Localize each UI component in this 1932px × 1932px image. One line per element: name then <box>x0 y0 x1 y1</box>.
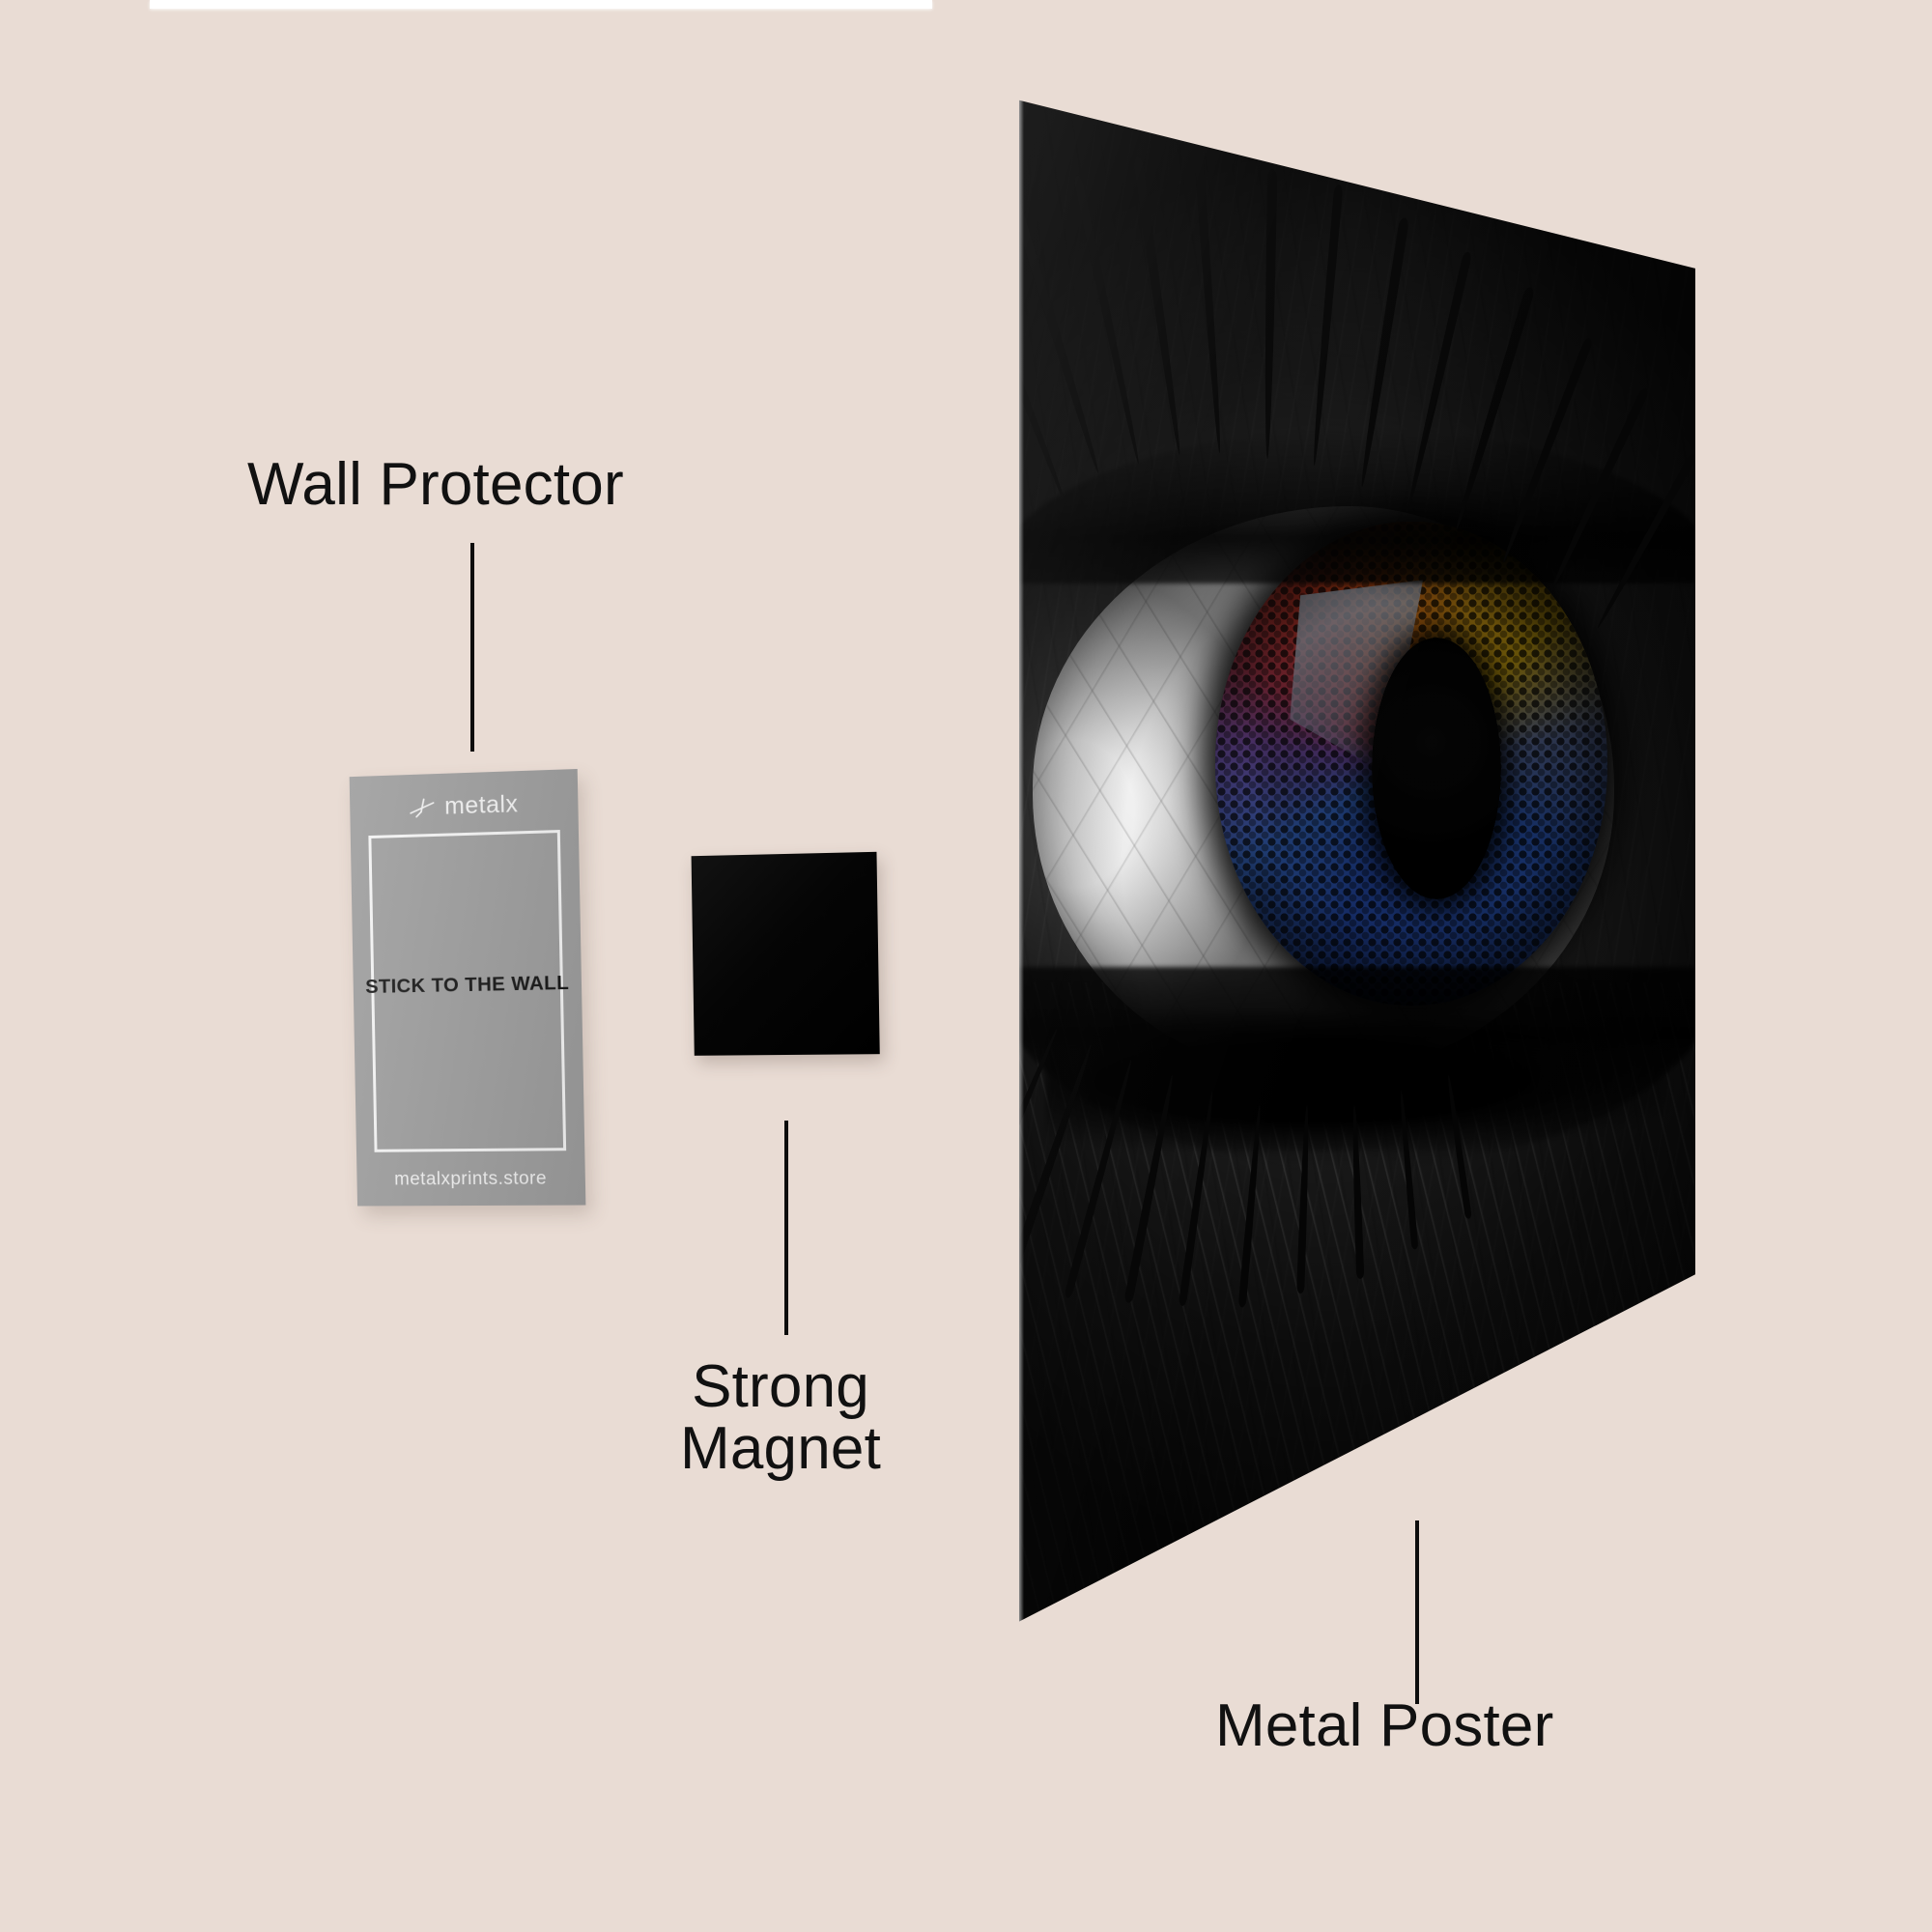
leader-line-strong-magnet <box>784 1121 788 1335</box>
wall-protector-card: metalx STICK TO THE WALL metalxprints.st… <box>349 768 586 1207</box>
stick-to-the-wall-text: STICK TO THE WALL <box>364 971 570 998</box>
leader-line-metal-poster <box>1415 1520 1419 1704</box>
metalx-brand-name: metalx <box>443 790 519 820</box>
metal-poster <box>1019 99 1695 1622</box>
leader-line-wall-protector <box>470 543 474 752</box>
top-white-strip <box>150 0 932 9</box>
label-strong-magnet-line1: Strong <box>692 1353 869 1420</box>
metalx-logo: metalx <box>350 788 579 824</box>
label-strong-magnet-line2: Magnet <box>680 1415 881 1483</box>
poster-artwork-eye <box>1019 99 1695 1622</box>
store-url-text: metalxprints.store <box>394 1168 548 1190</box>
eye-socket-shadow <box>1019 99 1695 1622</box>
label-wall-protector: Wall Protector <box>247 451 624 518</box>
strong-magnet-square <box>691 851 880 1056</box>
metalx-cross-icon <box>409 796 438 818</box>
label-metal-poster: Metal Poster <box>1215 1692 1554 1759</box>
